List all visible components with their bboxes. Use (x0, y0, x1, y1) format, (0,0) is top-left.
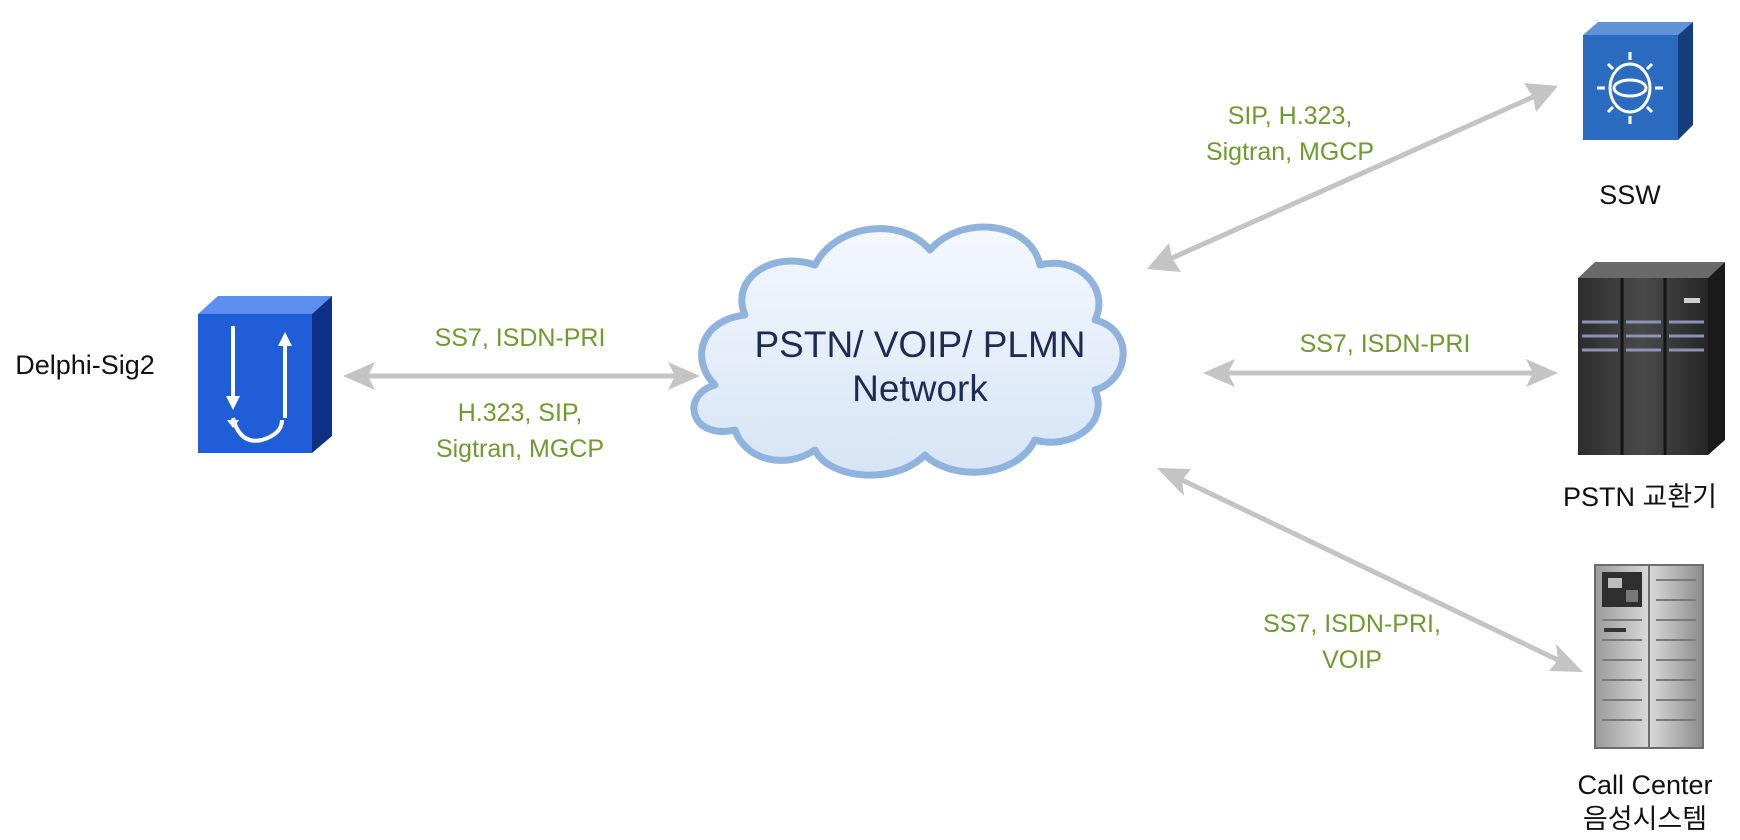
ssw-label: SSW (1599, 180, 1661, 210)
cloud-callcenter-protocol: SS7, ISDN-PRI, VOIP (1232, 606, 1472, 678)
call-center-label: Call Center 음성시스템 (1560, 768, 1730, 836)
connection-arrows (343, 83, 1583, 672)
delphi-cloud-protocol-bottom: H.323, SIP, Sigtran, MGCP (400, 395, 640, 467)
arrow-delphi-cloud (343, 362, 700, 390)
cloud-title: PSTN/ VOIP/ PLMN Network (740, 323, 1100, 411)
cloud-title-line2: Network (852, 368, 988, 409)
call-center-label-line2: 음성시스템 (1582, 804, 1708, 834)
cloud-title-line1: PSTN/ VOIP/ PLMN (754, 324, 1086, 365)
delphi-cloud-protocol-bottom-line2: Sigtran, MGCP (435, 435, 605, 463)
ssw-icon (1583, 22, 1693, 140)
call-center-system-icon (1594, 564, 1704, 749)
arrow-cloud-callcenter (1157, 468, 1583, 672)
delphi-sig2-icon (198, 296, 332, 453)
call-center-label-line1: Call Center (1577, 770, 1713, 800)
arrow-cloud-ssw (1147, 83, 1558, 272)
delphi-sig2-label: Delphi-Sig2 (15, 350, 155, 380)
network-cloud-shape (690, 223, 1127, 479)
delphi-cloud-protocol-bottom-line1: H.323, SIP, (457, 399, 583, 427)
cloud-ssw-protocol-line1: SIP, H.323, (1227, 102, 1353, 130)
arrow-cloud-pstn (1203, 359, 1558, 387)
cloud-callcenter-protocol-line1: SS7, ISDN-PRI, (1263, 610, 1441, 638)
pstn-exchange-label: PSTN 교환기 (1562, 482, 1718, 512)
cloud-ssw-protocol-line2: Sigtran, MGCP (1205, 138, 1375, 166)
cloud-ssw-protocol: SIP, H.323, Sigtran, MGCP (1180, 98, 1400, 170)
cloud-pstn-protocol: SS7, ISDN-PRI (1299, 330, 1471, 358)
delphi-cloud-protocol-top: SS7, ISDN-PRI (434, 324, 606, 352)
cloud-callcenter-protocol-line2: VOIP (1322, 646, 1382, 674)
pstn-exchange-icon (1578, 262, 1725, 455)
